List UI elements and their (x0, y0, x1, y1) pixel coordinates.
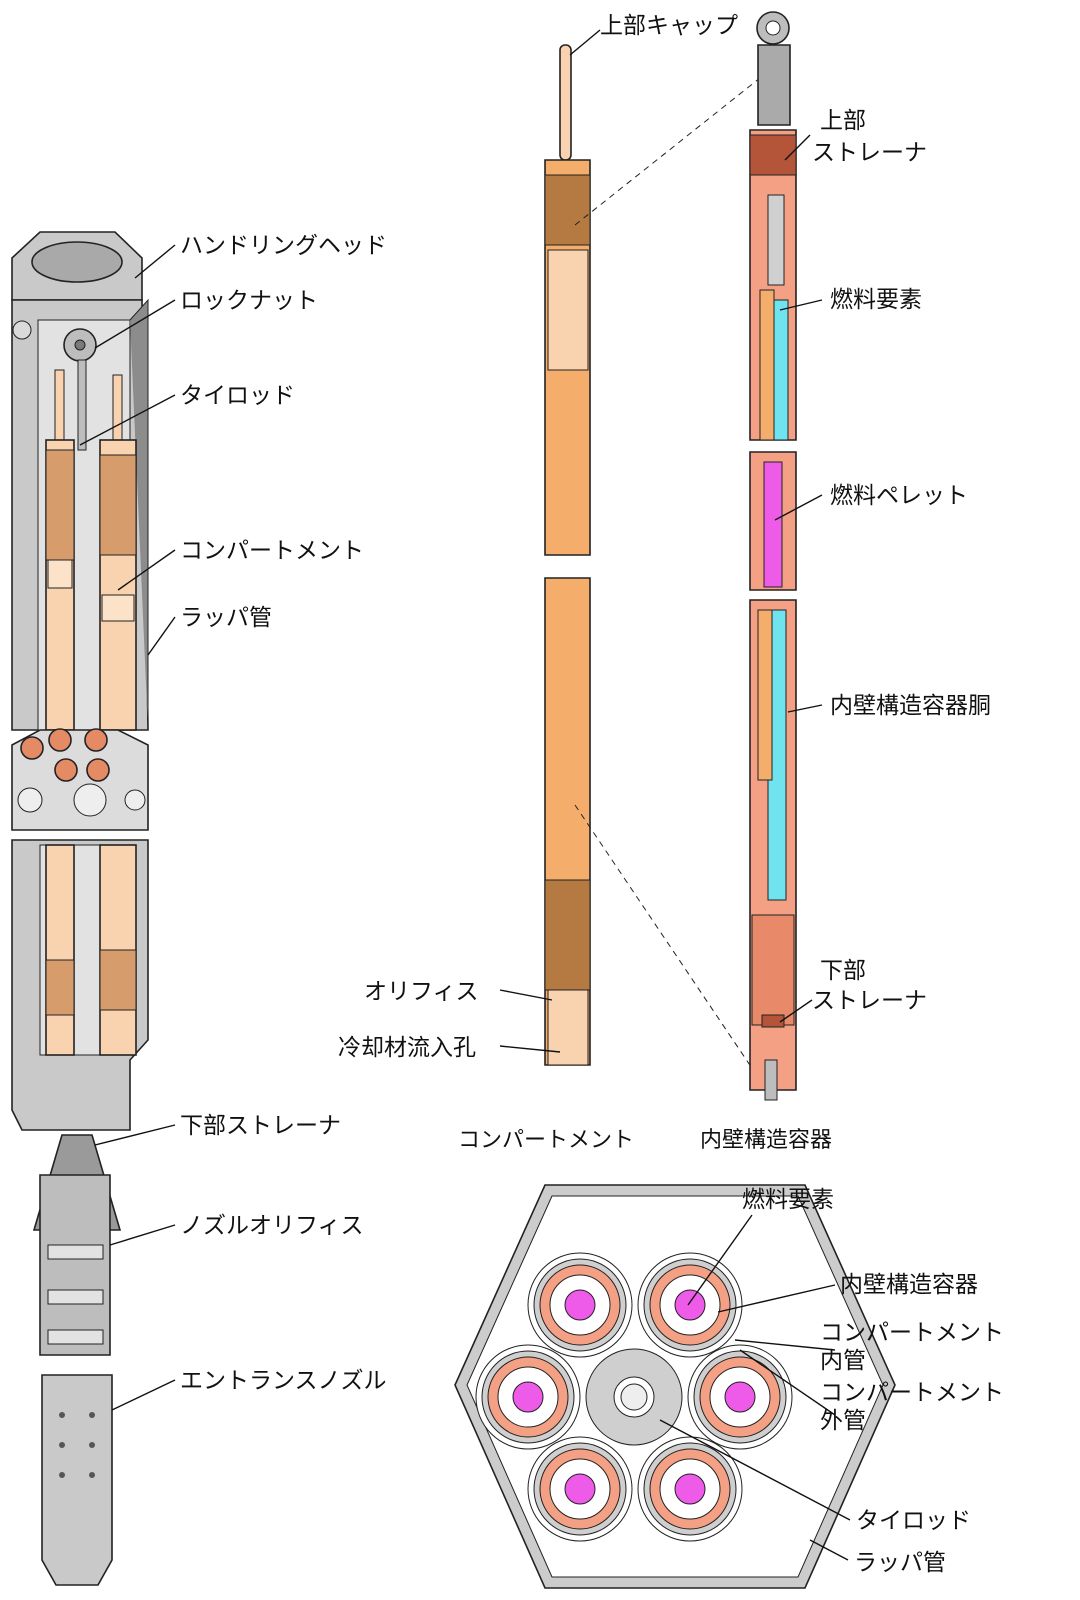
label-upper-strainer-1: 上部 (820, 108, 866, 134)
orifice-plate-1 (47, 1244, 104, 1260)
label-orifice: オリフィス (364, 979, 479, 1005)
hex-spacer-block (11, 728, 149, 831)
element-bottom-right (637, 1436, 743, 1542)
rod-a-spring (45, 449, 75, 561)
segment-1-inner (767, 194, 785, 286)
element-top-right (637, 1252, 743, 1358)
label-lower-strainer: 下部ストレーナ (180, 1113, 341, 1139)
label-container-body: 内壁構造容器胴 (830, 693, 991, 719)
rod-a-stem (54, 369, 65, 441)
lower-strainer-body (751, 914, 795, 1026)
nozzle-orifice-tube (39, 1174, 111, 1356)
compartment-upper-head (547, 249, 589, 371)
cs-label-compartment-outer-1: コンパートメント (820, 1380, 1004, 1406)
label-lower-strainer-1: 下部 (820, 958, 866, 984)
element-mid-right (687, 1344, 793, 1450)
entrance-nozzle-holes (59, 1412, 95, 1478)
rod-a-x (47, 559, 73, 589)
inner-container-head (757, 44, 791, 126)
entrance-nozzle (41, 1374, 113, 1586)
label-nozzle-orifice: ノズルオリフィス (180, 1213, 364, 1239)
rod-b-x (101, 594, 135, 622)
upper-strainer (749, 134, 797, 176)
lower-strainer-mesh (761, 1014, 785, 1028)
assembly-cutaway: ハンドリングヘッド ロックナット タイロッド コンパートメント ラッパ管 下部ス… (11, 231, 387, 1586)
compartment-lower-end (547, 989, 589, 1066)
upper-cap (559, 44, 572, 161)
element-bottom-left (527, 1436, 633, 1542)
cs-label-compartment-inner-2: 内管 (820, 1348, 866, 1374)
compartment-figure: 上部キャップ オリフィス 冷却材流入孔 コンパートメント (338, 13, 771, 1153)
orifice-plate-2 (47, 1289, 104, 1305)
label-compartment: コンパートメント (180, 538, 364, 564)
label-lock-nut: ロックナット (180, 288, 318, 314)
cs-label-compartment-inner-1: コンパートメント (820, 1320, 1004, 1346)
element-top-left (527, 1252, 633, 1358)
cs-label-tie-rod: タイロッド (856, 1508, 971, 1534)
inner-container-figure: 上部 ストレーナ 燃料要素 燃料ペレット 内壁構造容器胴 下部 ストレーナ 内壁… (700, 11, 991, 1153)
label-upper-strainer-2: ストレーナ (812, 140, 927, 166)
rod-b-spring (99, 454, 137, 556)
wrapper-upper-edge (129, 298, 149, 730)
cs-label-fuel-element: 燃料要素 (742, 1187, 834, 1213)
label-lower-strainer-2: ストレーナ (812, 988, 927, 1014)
caption-inner-container: 内壁構造容器 (700, 1128, 832, 1153)
cs-label-compartment-outer-2: 外管 (820, 1408, 866, 1434)
label-upper-cap: 上部キャップ (600, 13, 738, 39)
upper-compartment-rods (45, 359, 137, 731)
side-hole-icon (12, 320, 32, 340)
element-center-tie-rod (585, 1348, 683, 1446)
handle-hole (765, 20, 781, 36)
container-tip (764, 1059, 778, 1101)
label-fuel-pellet: 燃料ペレット (830, 483, 968, 509)
label-fuel-element: 燃料要素 (830, 287, 922, 313)
label-coolant-inlet: 冷却材流入孔 (338, 1035, 476, 1061)
fuel-pellet-stack (763, 461, 783, 588)
rod-b-stem (112, 374, 123, 441)
label-handling-head: ハンドリングヘッド (180, 233, 387, 259)
cs-label-inner-container: 内壁構造容器 (840, 1272, 978, 1298)
label-entrance-nozzle: エントランスノズル (180, 1368, 387, 1394)
handling-head-bore (31, 241, 123, 283)
lock-nut-hole (74, 339, 86, 351)
rod-c-body (45, 844, 75, 1056)
label-tie-rod: タイロッド (180, 383, 295, 409)
element-mid-left (475, 1344, 581, 1450)
rod-d-spring (99, 949, 137, 1011)
rod-c-spring (45, 959, 75, 1016)
caption-compartment: コンパートメント (458, 1128, 634, 1153)
cross-section: 燃料要素 内壁構造容器 コンパートメント 内管 コンパートメント 外管 タイロッ… (454, 1184, 1004, 1589)
compartment-lower-spring (544, 879, 591, 991)
tie-rod-upper (77, 359, 87, 451)
cross-section-elements (475, 1252, 793, 1542)
label-wrapper-tube: ラッパ管 (180, 605, 272, 631)
segment-1-fuel (759, 289, 775, 441)
segment-3-fuel (757, 609, 773, 781)
orifice-plate-3 (47, 1329, 104, 1345)
cs-label-wrapper-tube: ラッパ管 (854, 1550, 946, 1576)
compartment-upper-spring (544, 174, 591, 246)
